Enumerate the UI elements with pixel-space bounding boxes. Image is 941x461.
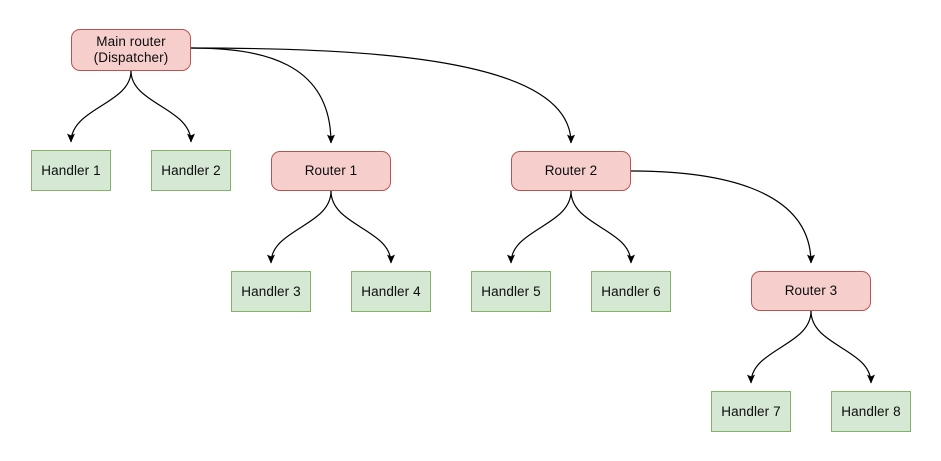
edge-router-2-to-router-3 <box>630 170 815 264</box>
node-router-2[interactable]: Router 2 <box>511 151 631 191</box>
edge-router-2-to-handler-5 <box>507 190 572 264</box>
edge-router-3-to-handler-7 <box>747 310 812 384</box>
edge-main-router-to-handler-2 <box>130 70 195 143</box>
node-handler-6[interactable]: Handler 6 <box>591 271 671 312</box>
edge-router-3-to-handler-8 <box>810 310 875 384</box>
node-handler-4[interactable]: Handler 4 <box>351 271 431 312</box>
edge-main-router-to-handler-1 <box>67 70 132 143</box>
node-handler-2[interactable]: Handler 2 <box>151 150 231 191</box>
edge-main-router-to-router-2 <box>190 47 575 144</box>
node-handler-1[interactable]: Handler 1 <box>31 150 111 191</box>
node-main-router[interactable]: Main router (Dispatcher) <box>71 29 191 71</box>
node-handler-5[interactable]: Handler 5 <box>471 271 551 312</box>
edge-router-2-to-handler-6 <box>570 190 635 264</box>
edge-main-router-to-router-1 <box>190 47 335 144</box>
node-handler-8[interactable]: Handler 8 <box>831 391 911 432</box>
node-handler-7[interactable]: Handler 7 <box>711 391 791 432</box>
edge-router-1-to-handler-3 <box>267 190 332 264</box>
edge-router-1-to-handler-4 <box>330 190 395 264</box>
node-router-3[interactable]: Router 3 <box>751 271 871 311</box>
node-router-1[interactable]: Router 1 <box>271 151 391 191</box>
node-handler-3[interactable]: Handler 3 <box>231 271 311 312</box>
